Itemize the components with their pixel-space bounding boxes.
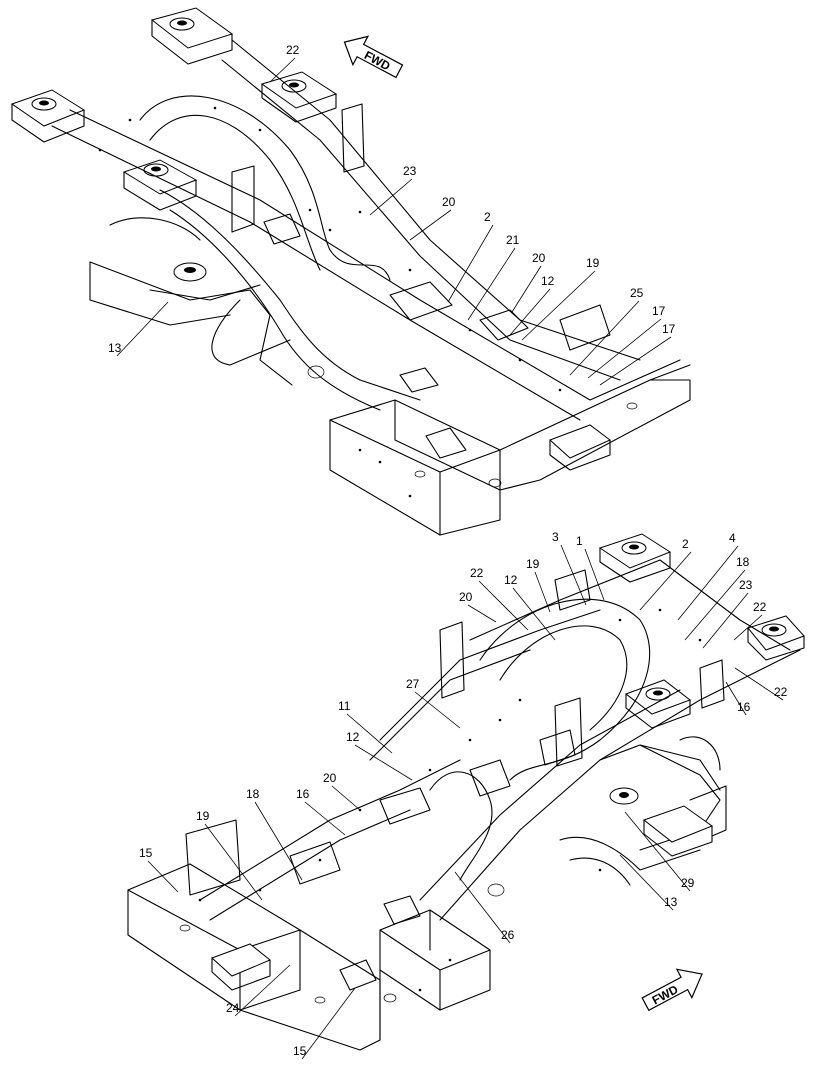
leader-line-b2	[639, 551, 692, 611]
callout-t12: 12	[541, 274, 555, 288]
callout-t21: 21	[506, 233, 520, 247]
leader-line-b22c	[478, 580, 529, 631]
leader-line-t13	[116, 301, 169, 357]
callout-b12a: 12	[504, 573, 518, 587]
callout-t25: 25	[630, 286, 644, 300]
leader-line-b13	[619, 854, 674, 911]
callout-b20a: 20	[459, 590, 473, 604]
leader-line-t12	[509, 288, 551, 336]
leader-line-t20b	[511, 265, 542, 313]
fwd-arrow-bottom: FWD	[641, 968, 703, 1012]
leader-line-b20a	[467, 604, 497, 623]
callout-b18a: 18	[736, 555, 750, 569]
fwd-arrow-top: FWD	[343, 35, 404, 79]
leader-line-t21	[467, 247, 516, 321]
callout-b16a: 16	[737, 700, 751, 714]
callout-b22c: 22	[470, 566, 484, 580]
leader-line-b19b	[204, 823, 263, 901]
callout-b16b: 16	[296, 787, 310, 801]
callout-t17b: 17	[662, 322, 676, 336]
upper-frame-view: FWD	[10, 7, 691, 536]
leader-line-b1	[584, 548, 605, 601]
leader-line-b22b	[734, 667, 784, 701]
lower-frame-view: FWD	[127, 533, 805, 1051]
leader-line-b22a	[733, 614, 763, 641]
leader-line-b18a	[684, 569, 746, 641]
leader-line-b16a	[725, 681, 747, 716]
leader-line-b16b	[304, 801, 346, 836]
callout-b4: 4	[729, 531, 736, 545]
leader-line-b12b	[354, 744, 413, 781]
callout-b29: 29	[681, 876, 695, 890]
leader-line-t22	[269, 57, 296, 83]
leader-line-t23	[369, 178, 413, 216]
callout-b11: 11	[338, 699, 351, 713]
leader-line-b26	[454, 871, 511, 944]
callout-t23: 23	[403, 164, 417, 178]
callout-b22a: 22	[753, 600, 767, 614]
callout-b20b: 20	[323, 771, 337, 785]
callout-b18b: 18	[246, 787, 260, 801]
callout-b2: 2	[682, 537, 689, 551]
callout-b26: 26	[501, 928, 515, 942]
callout-t17a: 17	[652, 304, 666, 318]
callout-b13: 13	[664, 895, 678, 909]
top-callouts: 22 23 20 2 21 20 12 19 25 17 17 13	[108, 43, 676, 386]
callout-b19b: 19	[196, 809, 210, 823]
callout-b24: 24	[226, 1001, 240, 1015]
leader-line-t19	[521, 270, 596, 341]
callout-b12b: 12	[346, 730, 360, 744]
leader-line-t20a	[409, 209, 452, 241]
leader-line-b19a	[534, 571, 551, 613]
leader-line-b18b	[254, 801, 303, 881]
leader-line-t2	[447, 224, 494, 303]
leader-line-b15a	[147, 860, 179, 893]
callout-b19a: 19	[526, 557, 540, 571]
leader-line-b11	[346, 713, 393, 754]
callout-b22b: 22	[774, 685, 788, 699]
leader-line-b20b	[331, 785, 361, 811]
leader-line-b27	[414, 691, 461, 729]
callout-b15a: 15	[139, 846, 153, 860]
leader-line-b29	[624, 811, 691, 892]
callout-t22: 22	[286, 43, 300, 57]
callout-t20b: 20	[532, 251, 546, 265]
leader-line-b12a	[512, 587, 556, 641]
callout-b23: 23	[739, 578, 753, 592]
leader-line-b4	[677, 545, 739, 621]
leader-line-t17a	[587, 318, 662, 379]
leader-line-t25	[569, 300, 640, 376]
callout-b1: 1	[576, 534, 583, 548]
callout-t20a: 20	[442, 195, 456, 209]
callout-b3: 3	[552, 530, 559, 544]
callout-t13: 13	[108, 341, 122, 355]
callout-t19: 19	[586, 256, 600, 270]
callout-t2: 2	[484, 210, 491, 224]
leader-line-b3	[560, 544, 587, 606]
leader-line-b23	[702, 592, 749, 649]
callout-b27: 27	[406, 677, 420, 691]
leader-line-t17b	[599, 336, 672, 386]
leader-line-b24	[234, 964, 291, 1017]
leader-line-b15b	[301, 987, 356, 1060]
callout-b15b: 15	[293, 1044, 307, 1058]
